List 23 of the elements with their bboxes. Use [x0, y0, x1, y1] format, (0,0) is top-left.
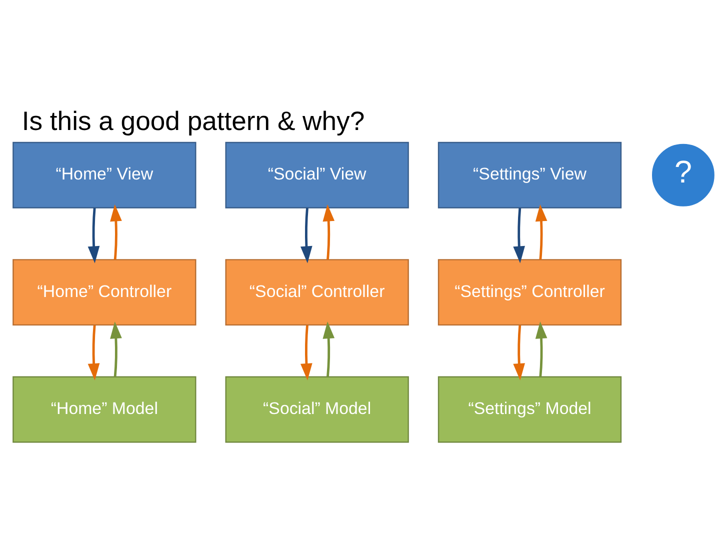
node-box: “Home” View: [12, 142, 196, 208]
diagram-title: Is this a good pattern & why?: [22, 106, 365, 136]
arrow: [300, 325, 312, 380]
arrow: [513, 325, 525, 380]
node-box: “Social” Model: [225, 376, 409, 443]
node-box: “Settings” Controller: [438, 259, 622, 326]
node-box: “Home” Controller: [12, 259, 196, 326]
arrow: [88, 208, 100, 264]
node-box: “Social” Controller: [225, 259, 409, 326]
node-box: “Social” View: [225, 142, 409, 208]
node-box: “Settings” View: [438, 142, 622, 208]
node-box: “Settings” Model: [438, 376, 622, 443]
arrow: [110, 204, 122, 260]
arrow: [322, 204, 335, 260]
arrow: [513, 208, 525, 264]
arrow: [535, 204, 548, 260]
arrow: [322, 322, 335, 377]
arrow: [88, 325, 100, 380]
arrow: [110, 322, 122, 377]
node-box: “Home” Model: [12, 376, 196, 443]
label: ?: [674, 154, 692, 190]
arrow: [535, 322, 548, 377]
arrow: [300, 208, 312, 264]
